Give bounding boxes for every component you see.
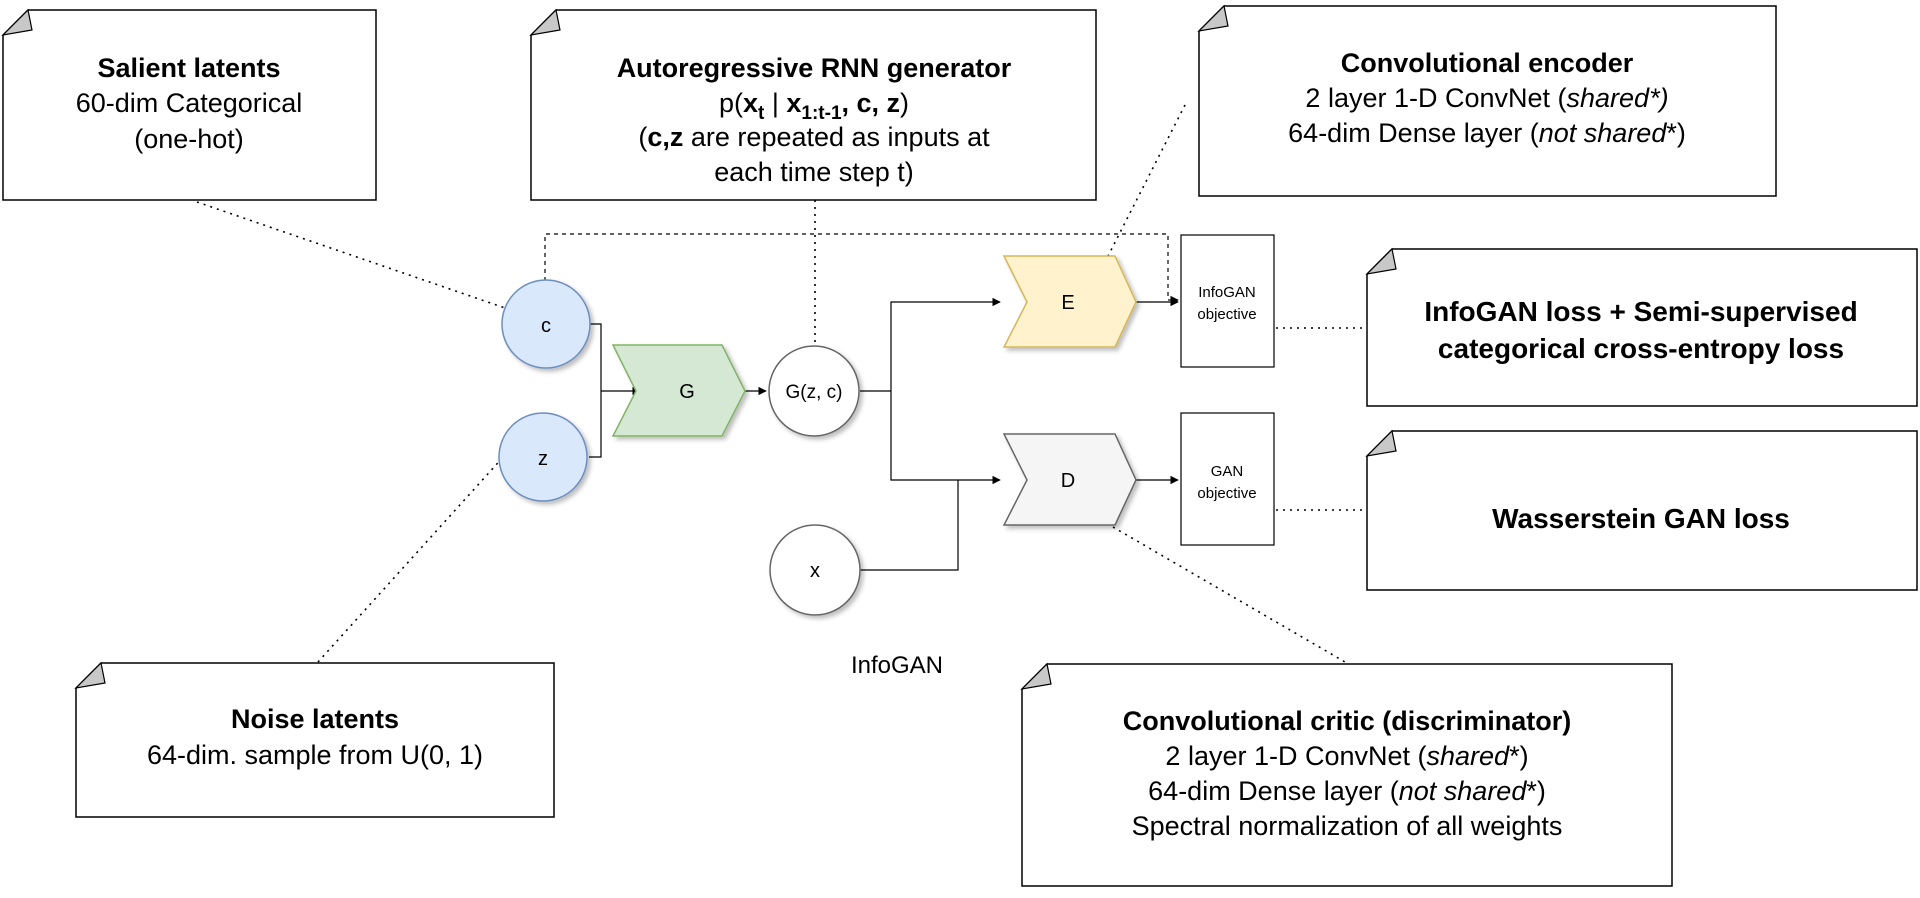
rnn-note-formula: p(xt | x1:t-1, c, z)	[719, 88, 909, 124]
x-to-D	[860, 480, 959, 571]
rnn-note-line3: each time step t)	[714, 157, 914, 187]
infogan-loss-line1: InfoGAN loss + Semi-supervised	[1424, 296, 1857, 327]
convolutional-critic-note: Convolutional critic (discriminator) 2 l…	[1020, 662, 1673, 887]
node-label-z: z	[538, 448, 548, 470]
critic-note-line3: Spectral normalization of all weights	[1132, 811, 1563, 841]
node-label-D: D	[1061, 470, 1075, 492]
salient-latents-note: Salient latents 60-dim Categorical (one-…	[1, 8, 377, 201]
flow-lines	[589, 297, 1179, 571]
critic-note-line2: 64-dim Dense layer (not shared*)	[1148, 776, 1546, 806]
noise-note-title: Noise latents	[231, 704, 399, 734]
salient-note-title: Salient latents	[97, 53, 280, 83]
node-label-x: x	[810, 560, 820, 582]
infogan-objective-line1: InfoGAN	[1198, 284, 1256, 301]
gan-objective-box: GAN objective	[1180, 412, 1275, 546]
latent-node-c: c	[501, 279, 591, 369]
gan-objective-line2: objective	[1197, 485, 1256, 502]
generator-node: G	[611, 344, 746, 437]
salient-note-line2: (one-hot)	[134, 124, 244, 154]
z-to-join	[589, 391, 602, 458]
Gzc-to-D	[890, 391, 1001, 485]
salient-note-line1: 60-dim Categorical	[76, 88, 303, 118]
encoder-note-title: Convolutional encoder	[1341, 48, 1634, 78]
infogan-loss-note: InfoGAN loss + Semi-supervised categoric…	[1365, 247, 1918, 407]
node-label-c: c	[541, 315, 551, 337]
node-label-Gzc: G(z, c)	[786, 382, 843, 403]
encoder-note-line2: 64-dim Dense layer (not shared*)	[1288, 118, 1686, 148]
generated-sample-node: G(z, c)	[768, 345, 860, 437]
node-label-G: G	[679, 381, 695, 403]
noise-note-line1: 64-dim. sample from U(0, 1)	[147, 740, 483, 770]
encoder-note-line1: 2 layer 1-D ConvNet (shared*)	[1305, 83, 1668, 113]
annotation-connectors	[196, 104, 1368, 663]
wasserstein-loss-note: Wasserstein GAN loss	[1365, 429, 1918, 591]
gan-objective-line1: GAN	[1211, 463, 1244, 480]
convolutional-encoder-note: Convolutional encoder 2 layer 1-D ConvNe…	[1197, 4, 1777, 197]
rnn-generator-note: Autoregressive RNN generator p(xt | x1:t…	[529, 8, 1097, 201]
Gzc-to-E	[890, 297, 1001, 391]
rnn-note-title: Autoregressive RNN generator	[617, 53, 1012, 83]
diagram-caption: InfoGAN	[851, 652, 943, 679]
infogan-objective-box: InfoGAN objective	[1180, 234, 1275, 368]
encoder-node: E	[1002, 255, 1137, 348]
critic-note-title: Convolutional critic (discriminator)	[1123, 706, 1572, 736]
infogan-loss-line2: categorical cross-entropy loss	[1438, 333, 1844, 364]
c-to-join	[590, 323, 602, 391]
encoder-note-connector	[1104, 104, 1186, 263]
infogan-objective-line2: objective	[1197, 306, 1256, 323]
node-label-E: E	[1061, 292, 1074, 314]
rnn-note-line2: (c,z are repeated as inputs at	[638, 122, 990, 152]
critic-note-connector	[1112, 526, 1346, 663]
critic-note-line1: 2 layer 1-D ConvNet (shared*)	[1165, 741, 1528, 771]
real-sample-node: x	[769, 524, 861, 616]
noise-latents-note: Noise latents 64-dim. sample from U(0, 1…	[74, 661, 555, 818]
noise-note-connector	[317, 454, 506, 663]
critic-node: D	[1002, 433, 1137, 526]
wgan-loss-line1: Wasserstein GAN loss	[1492, 503, 1790, 534]
salient-note-connector	[196, 201, 506, 309]
latent-node-z: z	[498, 412, 588, 502]
